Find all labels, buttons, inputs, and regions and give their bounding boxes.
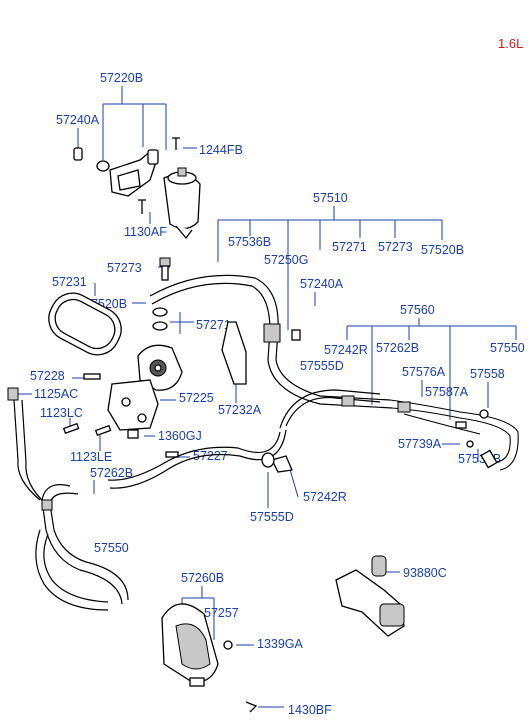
part-label-1123LE[interactable]: 1123LE	[70, 450, 112, 464]
engine-variant-label: 1.6L	[498, 36, 523, 51]
part-label-57220B[interactable]: 57220B	[100, 71, 143, 85]
part-label-57242R-top[interactable]: 57242R	[324, 343, 368, 357]
part-label-57536B-top[interactable]: 57536B	[228, 235, 271, 249]
steering-gear-cover	[161, 603, 233, 687]
part-label-57228[interactable]: 57228	[30, 369, 65, 383]
cooler-line	[7, 387, 293, 611]
leader-lines	[16, 86, 517, 708]
part-label-1123LC[interactable]: 1123LC	[40, 406, 83, 420]
part-label-57560[interactable]: 57560	[400, 303, 435, 317]
part-label-57555D-mid[interactable]: 57555D	[250, 510, 294, 524]
part-label-57510[interactable]: 57510	[313, 191, 348, 205]
part-label-57587A[interactable]: 57587A	[425, 385, 469, 399]
part-label-57231[interactable]: 57231	[52, 275, 87, 289]
part-label-57273-mid[interactable]: 57273	[107, 261, 142, 275]
pump-bracket	[62, 373, 179, 458]
clip-1430BF	[245, 701, 258, 713]
part-label-57250G[interactable]: 57250G	[264, 253, 308, 267]
part-label-57576A[interactable]: 57576A	[402, 365, 446, 379]
part-label-57227[interactable]: 57227	[193, 449, 228, 463]
part-label-57550-right[interactable]: 57550	[490, 341, 525, 355]
part-label-57550-left[interactable]: 57550	[94, 541, 129, 555]
washers	[152, 307, 168, 331]
part-label-1244FB[interactable]: 1244FB	[199, 143, 243, 157]
part-label-57520B-top[interactable]: 57520B	[421, 243, 464, 257]
part-label-57242R-mid[interactable]: 57242R	[303, 490, 347, 504]
return-hose	[279, 389, 498, 469]
part-label-1339GA[interactable]: 1339GA	[257, 637, 304, 651]
power-steering-pump	[137, 344, 183, 391]
pressure-hose	[149, 274, 519, 471]
part-label-57240A-top[interactable]: 57240A	[56, 113, 100, 127]
part-label-1430BF[interactable]: 1430BF	[288, 703, 332, 717]
part-label-57257[interactable]: 57257	[204, 606, 239, 620]
part-label-57240A-mid[interactable]: 57240A	[300, 277, 344, 291]
part-label-57260B[interactable]: 57260B	[181, 571, 224, 585]
part-label-57271-top[interactable]: 57271	[332, 240, 367, 254]
part-label-1130AF[interactable]: 1130AF	[124, 225, 167, 239]
part-label-57558[interactable]: 57558	[470, 367, 505, 381]
part-label-57225[interactable]: 57225	[179, 391, 214, 405]
part-label-93880C[interactable]: 93880C	[403, 566, 447, 580]
part-label-57555D-top[interactable]: 57555D	[300, 359, 344, 373]
part-label-57262B-mid[interactable]: 57262B	[90, 466, 133, 480]
part-label-57273-top[interactable]: 57273	[378, 240, 413, 254]
part-label-1360GJ[interactable]: 1360GJ	[158, 429, 202, 443]
part-label-57271-mid[interactable]: 57271	[196, 318, 231, 332]
part-label-57232A[interactable]: 57232A	[218, 403, 262, 417]
drive-belt	[48, 292, 122, 356]
part-label-1125AC[interactable]: 1125AC	[34, 387, 78, 401]
part-label-57262B-top[interactable]: 57262B	[376, 341, 419, 355]
reservoir-assembly	[73, 137, 201, 240]
banjo-bolt	[159, 257, 171, 281]
hose-bracket	[221, 321, 247, 385]
pressure-switch	[335, 555, 405, 637]
part-label-57739A[interactable]: 57739A	[398, 437, 442, 451]
